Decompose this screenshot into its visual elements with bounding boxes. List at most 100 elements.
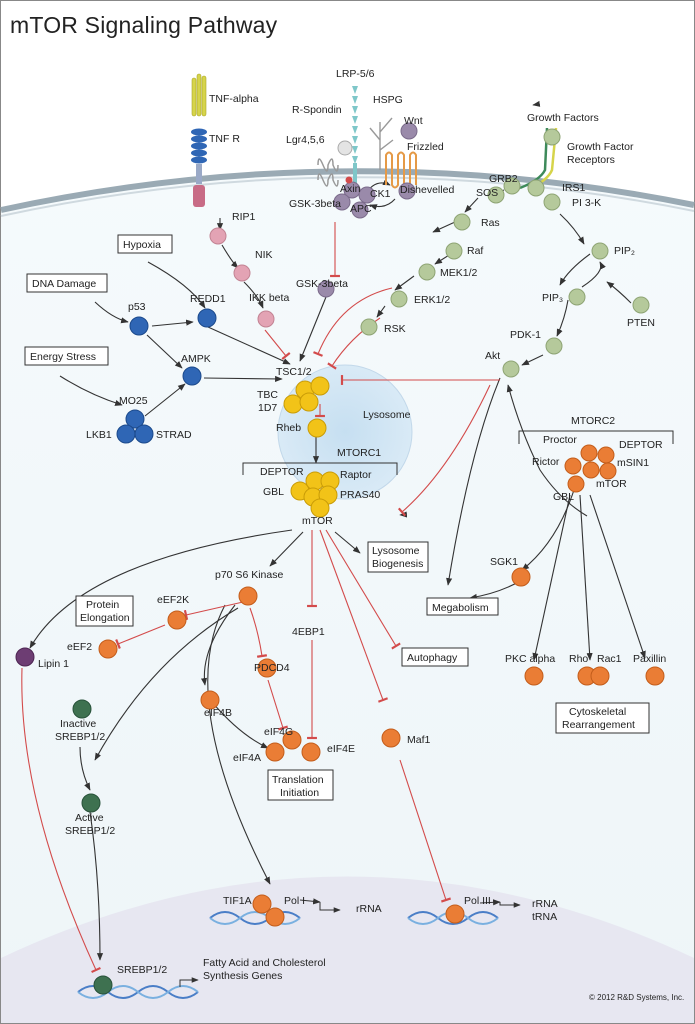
label-eif4g: eIF4G	[264, 726, 293, 738]
sgk1-node[interactable]	[511, 567, 531, 587]
pten-node[interactable]	[632, 296, 650, 314]
lipin1-node[interactable]	[15, 647, 35, 667]
label-deptor2: DEPTOR	[619, 439, 663, 451]
ampk-node[interactable]	[182, 366, 202, 386]
label-pol3: Pol III	[464, 895, 491, 907]
dishevelled-node[interactable]	[398, 182, 416, 200]
frizzled-receptor	[385, 151, 417, 189]
eef2-node[interactable]	[98, 639, 118, 659]
maf1-node[interactable]	[381, 728, 401, 748]
label-hypoxia: Hypoxia	[123, 239, 161, 251]
axin-node[interactable]	[343, 181, 361, 199]
apc-node[interactable]	[351, 201, 369, 219]
label-pten: PTEN	[627, 317, 655, 329]
strad-node[interactable]	[134, 424, 154, 444]
label-sgk1: SGK1	[490, 556, 518, 568]
label-prot-el2: Elongation	[80, 612, 130, 624]
mo25-node[interactable]	[125, 409, 145, 429]
srebp-dna-node[interactable]	[93, 975, 113, 995]
nucleus	[1, 876, 694, 1023]
pdcd4-node[interactable]	[257, 658, 277, 678]
erk-node[interactable]	[390, 290, 408, 308]
p-marker-icon	[345, 176, 353, 184]
eif4g-node[interactable]	[282, 730, 302, 750]
pdk1-node[interactable]	[545, 337, 563, 355]
translation-box	[267, 769, 334, 801]
label-lrp: LRP-5/6	[336, 68, 375, 80]
label-eef2: eEF2	[67, 641, 92, 653]
label-rrna2: rRNA	[532, 898, 558, 910]
label-autophagy: Autophagy	[407, 652, 458, 664]
pol1-node[interactable]	[265, 907, 285, 927]
redd1-node[interactable]	[197, 308, 217, 328]
pkc-alpha-node[interactable]	[524, 666, 544, 686]
lgr-receptor	[317, 158, 339, 187]
wnt-node[interactable]	[400, 122, 418, 140]
mtorc2-c[interactable]	[564, 457, 582, 475]
label-srebp-dna: SREBP1/2	[117, 964, 167, 976]
gsk3b-top-node[interactable]	[333, 193, 351, 211]
nik-node[interactable]	[233, 264, 251, 282]
mtorc2-f[interactable]	[567, 475, 585, 493]
label-tsc: TSC1/2	[276, 366, 312, 378]
mek-node[interactable]	[418, 263, 436, 281]
pol3-node[interactable]	[445, 904, 465, 924]
label-msin1: mSIN1	[617, 457, 649, 469]
rip1-node[interactable]	[209, 227, 227, 245]
label-fatty2: Synthesis Genes	[203, 970, 282, 982]
label-tnf-r: TNF R	[209, 133, 240, 145]
tbc1d7-node[interactable]	[283, 394, 303, 414]
mtorc2-b[interactable]	[597, 446, 615, 464]
label-wnt: Wnt	[404, 115, 423, 127]
sos-node[interactable]	[487, 186, 505, 204]
gsk3b-mid-node[interactable]	[317, 280, 335, 298]
rheb-node[interactable]	[307, 418, 327, 438]
pip3-node[interactable]	[568, 288, 586, 306]
eef2k-node[interactable]	[167, 610, 187, 630]
pip2-node[interactable]	[591, 242, 609, 260]
tsc2-node[interactable]	[310, 376, 330, 396]
label-pol1: Pol I	[284, 895, 305, 907]
label-growth-factors: Growth Factors	[527, 112, 599, 124]
lysosome-biogenesis-box	[367, 541, 429, 573]
growth-factor-node[interactable]	[543, 128, 561, 146]
irs1-node[interactable]	[527, 179, 545, 197]
label-energy-stress: Energy Stress	[30, 351, 96, 363]
ras-node[interactable]	[453, 213, 471, 231]
label-dishevelled: Dishevelled	[400, 184, 454, 196]
tbc1d7b-node[interactable]	[299, 392, 319, 412]
inactive-srebp-node[interactable]	[72, 699, 92, 719]
p70s6k-node[interactable]	[238, 586, 258, 606]
mtorc2-a[interactable]	[580, 444, 598, 462]
label-mtor2: mTOR	[596, 478, 627, 490]
rac1-node[interactable]	[590, 666, 610, 686]
label-pras40: PRAS40	[340, 489, 380, 501]
p53-node[interactable]	[129, 316, 149, 336]
tif1a-node[interactable]	[252, 894, 272, 914]
label-cyto1: Cytoskeletal	[569, 706, 626, 718]
grb2-node[interactable]	[503, 177, 521, 195]
pi3k-node[interactable]	[543, 193, 561, 211]
eif4b-node[interactable]	[200, 690, 220, 710]
mtorc1-f[interactable]	[310, 498, 330, 518]
ck1-node[interactable]	[358, 186, 376, 204]
label-mo25: MO25	[119, 395, 148, 407]
mtorc2-d[interactable]	[582, 461, 600, 479]
paxillin-node[interactable]	[645, 666, 665, 686]
label-eef2k: eEF2K	[157, 594, 189, 606]
label-hspg: HSPG	[373, 94, 403, 106]
ikk-beta-node[interactable]	[257, 310, 275, 328]
akt-node[interactable]	[502, 360, 520, 378]
mtorc2-e[interactable]	[599, 462, 617, 480]
active-srebp-node[interactable]	[81, 793, 101, 813]
tnf-receptor	[191, 73, 207, 207]
label-akt: Akt	[485, 350, 500, 362]
rsk-node[interactable]	[360, 318, 378, 336]
lkb1-node[interactable]	[116, 424, 136, 444]
label-mek: MEK1/2	[440, 267, 478, 279]
eif4a-node[interactable]	[265, 742, 285, 762]
raf-node[interactable]	[445, 242, 463, 260]
eif4e-node[interactable]	[301, 742, 321, 762]
autophagy-box	[401, 647, 469, 667]
label-deptor1: DEPTOR	[260, 466, 304, 478]
